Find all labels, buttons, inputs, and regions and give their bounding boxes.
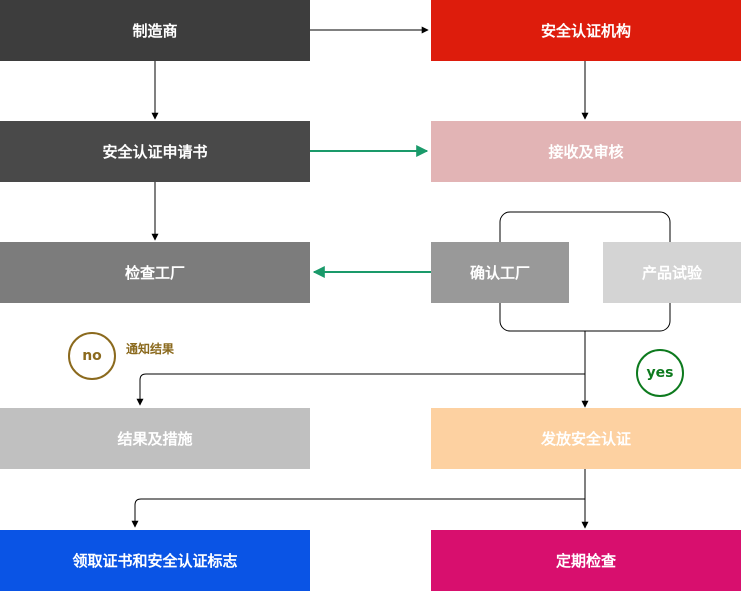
node-results-measures-label: 结果及措施 [117,430,193,448]
node-inspect-factory: 检查工厂 [0,242,310,303]
badge-yes: yes [636,349,684,397]
node-product-test: 产品试验 [603,242,741,303]
node-receive-review-label: 接收及审核 [548,143,624,161]
node-application-label: 安全认证申请书 [102,143,208,161]
node-issue-cert: 发放安全认证 [431,408,741,469]
node-manufacturer: 制造商 [0,0,310,61]
node-receive-cert-mark: 领取证书和安全认证标志 [0,530,310,591]
node-receive-review: 接收及审核 [431,121,741,182]
node-issue-cert-label: 发放安全认证 [540,430,631,448]
node-manufacturer-label: 制造商 [132,22,178,40]
node-cert-body: 安全认证机构 [431,0,741,61]
node-cert-body-label: 安全认证机构 [540,22,631,40]
node-product-test-label: 产品试验 [641,264,702,282]
node-application: 安全认证申请书 [0,121,310,182]
node-receive-cert-mark-label: 领取证书和安全认证标志 [72,552,238,570]
node-results-measures: 结果及措施 [0,408,310,469]
edge-group-to-results [136,373,585,406]
node-periodic-check: 定期检查 [431,530,741,591]
badge-no: no [68,332,116,380]
node-confirm-factory-label: 确认工厂 [469,264,530,282]
node-inspect-factory-label: 检查工厂 [124,264,185,282]
node-periodic-check-label: 定期检查 [555,552,616,570]
note-notify-result: 通知结果 [126,342,175,356]
node-confirm-factory: 确认工厂 [431,242,569,303]
edge-issue-to-receive-cert [131,498,585,528]
